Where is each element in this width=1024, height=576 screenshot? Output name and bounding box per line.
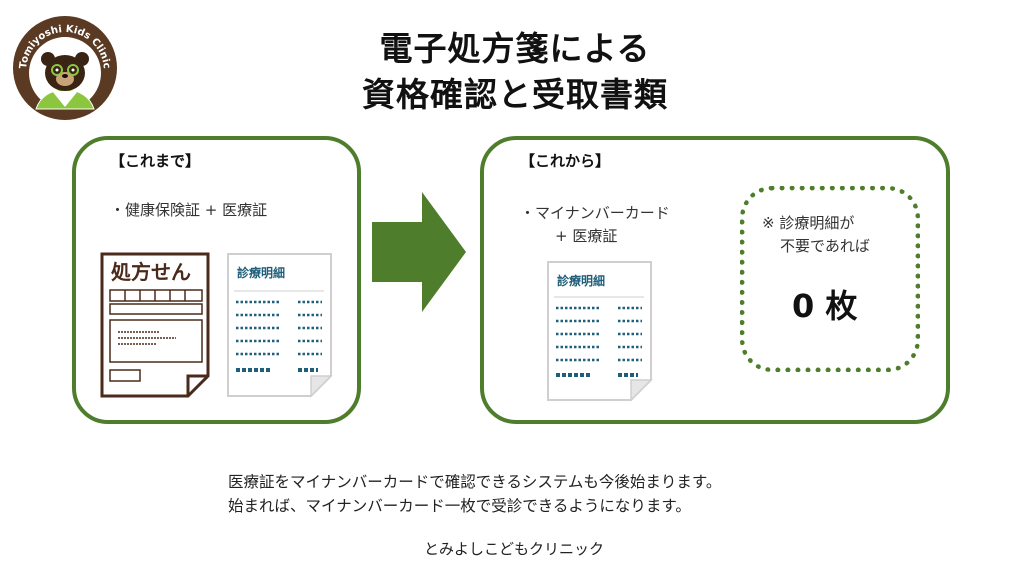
- right-arrow-icon: [372, 192, 466, 312]
- page-title: 電子処方箋による 資格確認と受取書類: [300, 26, 730, 118]
- info-message-line1: 医療証をマイナンバーカードで確認できるシステムも今後始まります。: [228, 473, 722, 491]
- zero-sheets-count: 0 枚: [792, 287, 858, 325]
- zero-sheets-callout: [740, 186, 920, 372]
- after-heading: 【これから】: [520, 152, 611, 170]
- title-line1: 電子処方箋による: [379, 29, 651, 68]
- statement-label-right: 診療明細: [557, 273, 605, 288]
- prescription-document: 処方せん: [100, 252, 210, 398]
- statement-label-left: 診療明細: [237, 265, 285, 280]
- note-line1: ※ 診療明細が: [762, 214, 855, 232]
- clinic-name: とみよしこどもクリニック: [424, 540, 605, 558]
- note-line2: 不要であれば: [780, 237, 870, 255]
- statement-document-right: 診療明細: [547, 261, 653, 402]
- after-bullet-line2: + 医療証: [555, 227, 618, 245]
- before-bullet: ・健康保険証 + 医療証: [110, 201, 268, 219]
- bear-doctor-icon: [35, 52, 95, 110]
- before-heading: 【これまで】: [110, 152, 201, 170]
- after-bullet-line1: ・マイナンバーカード: [520, 204, 670, 222]
- info-message: 医療証をマイナンバーカードで確認できるシステムも今後始まります。 始まれば、マイ…: [228, 470, 721, 518]
- title-line2: 資格確認と受取書類: [362, 75, 668, 114]
- info-message-line2: 始まれば、マイナンバーカード一枚で受診できるようになります。: [228, 497, 691, 515]
- clinic-logo: Tomiyoshi Kids Clinic: [13, 16, 117, 120]
- prescription-label: 処方せん: [111, 260, 191, 284]
- statement-document-left: 診療明細: [227, 253, 333, 398]
